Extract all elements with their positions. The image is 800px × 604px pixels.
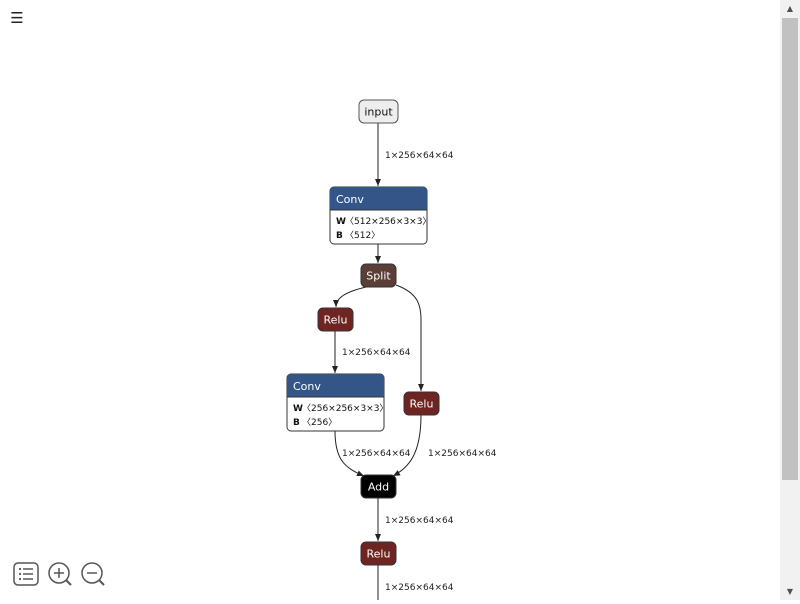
edge-label-input-conv: 1×256×64×64 <box>385 151 454 161</box>
node-relu-right-label: Relu <box>410 398 434 411</box>
edge-conv-add <box>334 430 365 477</box>
node-relu-bottom[interactable]: Relu <box>360 541 397 566</box>
node-conv-1-attr-b-value: 〈512〉 <box>345 230 380 241</box>
edge-split-relu-left <box>333 286 367 308</box>
edge-label-add-relu: 1×256×64×64 <box>385 516 454 526</box>
node-conv-1-attr-b-key: B <box>336 231 343 241</box>
node-conv-1[interactable]: Conv W 〈512×256×3×3〉 B 〈512〉 <box>329 186 431 245</box>
node-conv-2[interactable]: Conv W 〈256×256×3×3〉 B 〈256〉 <box>286 373 388 432</box>
node-input[interactable]: input <box>358 99 399 124</box>
node-conv-1-label: Conv <box>336 193 364 206</box>
scroll-up-arrow[interactable]: ▲ <box>786 4 794 13</box>
zoom-out-button[interactable] <box>79 560 109 590</box>
vertical-scrollbar[interactable]: ▲ ▼ <box>780 0 800 600</box>
sidebar-toggle-button[interactable] <box>12 560 42 590</box>
node-split-label: Split <box>366 270 391 283</box>
node-conv-1-attr-w-key: W <box>336 217 346 227</box>
scroll-down-arrow[interactable]: ▼ <box>786 587 794 596</box>
node-conv-2-attr-w-value: 〈256×256×3×3〉 <box>302 403 388 414</box>
edge-split-relu-right <box>395 284 424 391</box>
graph-canvas[interactable]: 1×256×64×64 1×256×64×64 1×256×64×64 1×25… <box>0 0 780 600</box>
node-add[interactable]: Add <box>360 474 397 499</box>
edge-relu-add <box>392 414 422 477</box>
node-add-label: Add <box>368 481 389 494</box>
node-relu-right[interactable]: Relu <box>403 391 440 416</box>
edges: 1×256×64×64 1×256×64×64 1×256×64×64 1×25… <box>332 123 497 600</box>
node-conv-2-attr-w-key: W <box>293 404 303 414</box>
list-icon <box>13 562 39 586</box>
edge-label-relu-add: 1×256×64×64 <box>428 449 497 459</box>
node-relu-left[interactable]: Relu <box>317 307 354 332</box>
node-conv-2-attr-b-value: 〈256〉 <box>302 417 337 428</box>
node-input-label: input <box>364 106 393 119</box>
node-relu-left-label: Relu <box>324 314 348 327</box>
edge-label-relu-conv: 1×256×64×64 <box>342 348 411 358</box>
node-conv-2-attr-b-key: B <box>293 418 300 428</box>
node-conv-2-label: Conv <box>293 380 321 393</box>
edge-label-conv-add: 1×256×64×64 <box>342 449 411 459</box>
node-relu-bottom-label: Relu <box>367 548 391 561</box>
zoom-in-button[interactable] <box>46 560 76 590</box>
edge-label-relu-output: 1×256×64×64 <box>385 583 454 593</box>
scrollbar-thumb[interactable] <box>782 18 798 480</box>
menu-button[interactable]: ☰ <box>10 9 24 27</box>
zoom-out-icon <box>81 562 105 586</box>
zoom-in-icon <box>48 562 72 586</box>
node-conv-1-attr-w-value: 〈512×256×3×3〉 <box>345 216 431 227</box>
node-split[interactable]: Split <box>360 263 397 288</box>
